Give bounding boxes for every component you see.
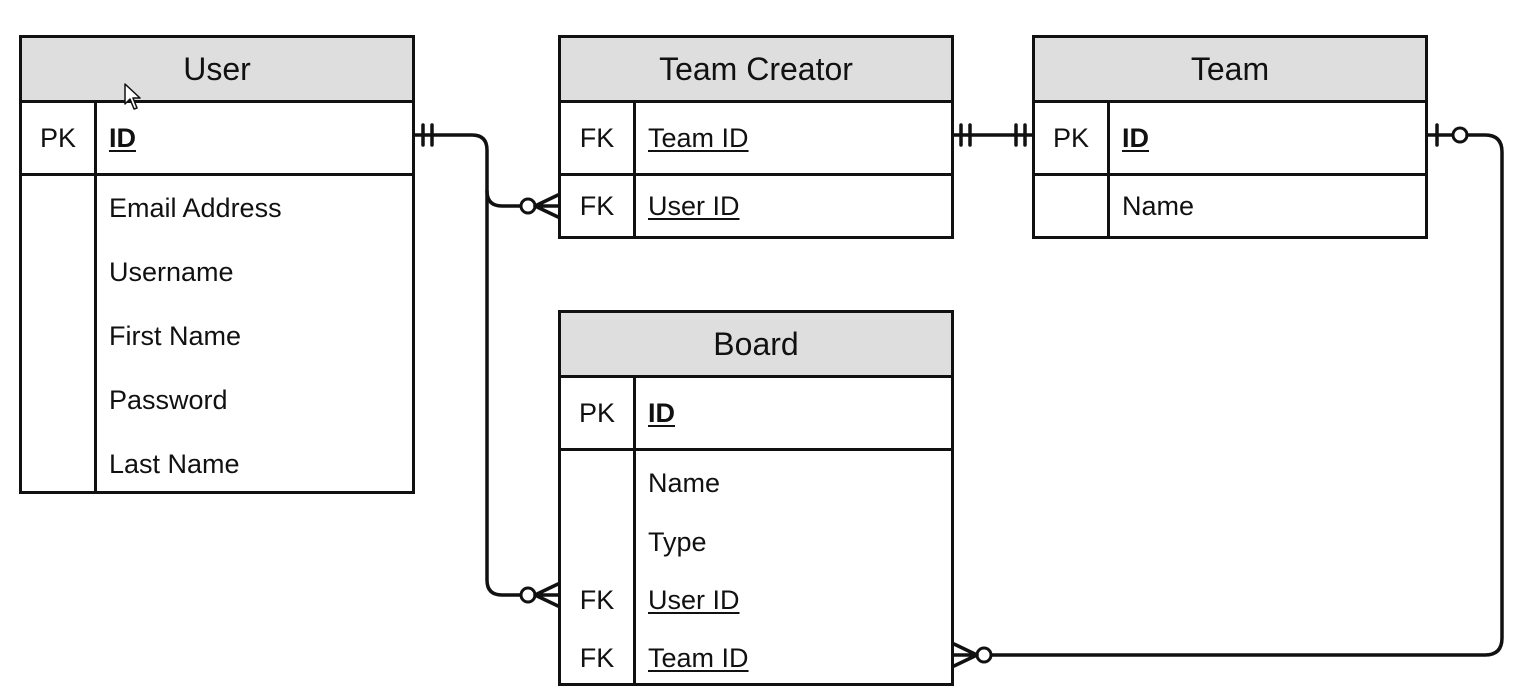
field-row[interactable]: Type: [561, 515, 951, 569]
field-name: Email Address: [109, 192, 282, 223]
field-name: Password: [109, 384, 228, 415]
key-label: PK: [1052, 122, 1090, 153]
pk-row[interactable]: PK ID: [22, 103, 412, 173]
connector-teamcreator-team[interactable]: [952, 123, 1034, 147]
entity-team[interactable]: Team PK ID Name: [1032, 35, 1428, 239]
key-label: FK: [579, 122, 615, 153]
field-name: Type: [648, 526, 707, 557]
connector-user-teamcreator[interactable]: [413, 123, 560, 219]
key-label: PK: [39, 122, 77, 153]
entity-title: Board: [561, 313, 951, 378]
divider: [633, 100, 636, 236]
divider: [633, 375, 636, 683]
divider: [561, 173, 951, 176]
entity-title: User: [22, 38, 412, 103]
entity-title: Team: [1035, 38, 1425, 103]
field-row[interactable]: First Name: [22, 308, 412, 364]
field-name: Name: [648, 467, 721, 498]
divider: [22, 173, 412, 176]
field-row[interactable]: Password: [22, 372, 412, 428]
key-label: FK: [579, 642, 615, 673]
connector-user-board[interactable]: [485, 189, 560, 608]
field-row[interactable]: Username: [22, 244, 412, 300]
key-label: PK: [578, 397, 616, 428]
pk-row[interactable]: PK ID: [561, 378, 951, 448]
field-row[interactable]: Last Name: [22, 436, 412, 492]
entity-title: Team Creator: [561, 38, 951, 103]
field-name: Name: [1122, 190, 1195, 221]
field-name: Username: [109, 256, 234, 287]
entity-user[interactable]: User PK ID Email Address Username First …: [19, 35, 415, 494]
mouse-pointer-icon: [124, 83, 141, 110]
field-name: Last Name: [109, 448, 240, 479]
key-label: FK: [579, 190, 615, 221]
field-name: First Name: [109, 320, 242, 351]
entity-team-creator[interactable]: Team Creator FK Team ID FK User ID: [558, 35, 954, 239]
fk-row[interactable]: FK User ID: [561, 176, 951, 236]
field-row[interactable]: Email Address: [22, 180, 412, 236]
field-row[interactable]: Name: [561, 456, 951, 510]
field-name: User ID: [648, 584, 740, 615]
key-label: FK: [579, 584, 615, 615]
divider: [94, 100, 97, 491]
field-name: ID: [1122, 122, 1149, 153]
fk-row[interactable]: FK Team ID: [561, 103, 951, 173]
fk-row[interactable]: FK Team ID: [561, 631, 951, 685]
field-row[interactable]: Name: [1035, 176, 1425, 236]
fk-row[interactable]: FK User ID: [561, 573, 951, 627]
field-name: Team ID: [648, 122, 749, 153]
field-name: ID: [648, 397, 675, 428]
field-name: Team ID: [648, 642, 749, 673]
pk-row[interactable]: PK ID: [1035, 103, 1425, 173]
field-name: User ID: [648, 190, 740, 221]
divider: [561, 448, 951, 451]
field-name: ID: [109, 122, 136, 153]
entity-board[interactable]: Board PK ID Name Type FK User ID FK Team…: [558, 310, 954, 686]
